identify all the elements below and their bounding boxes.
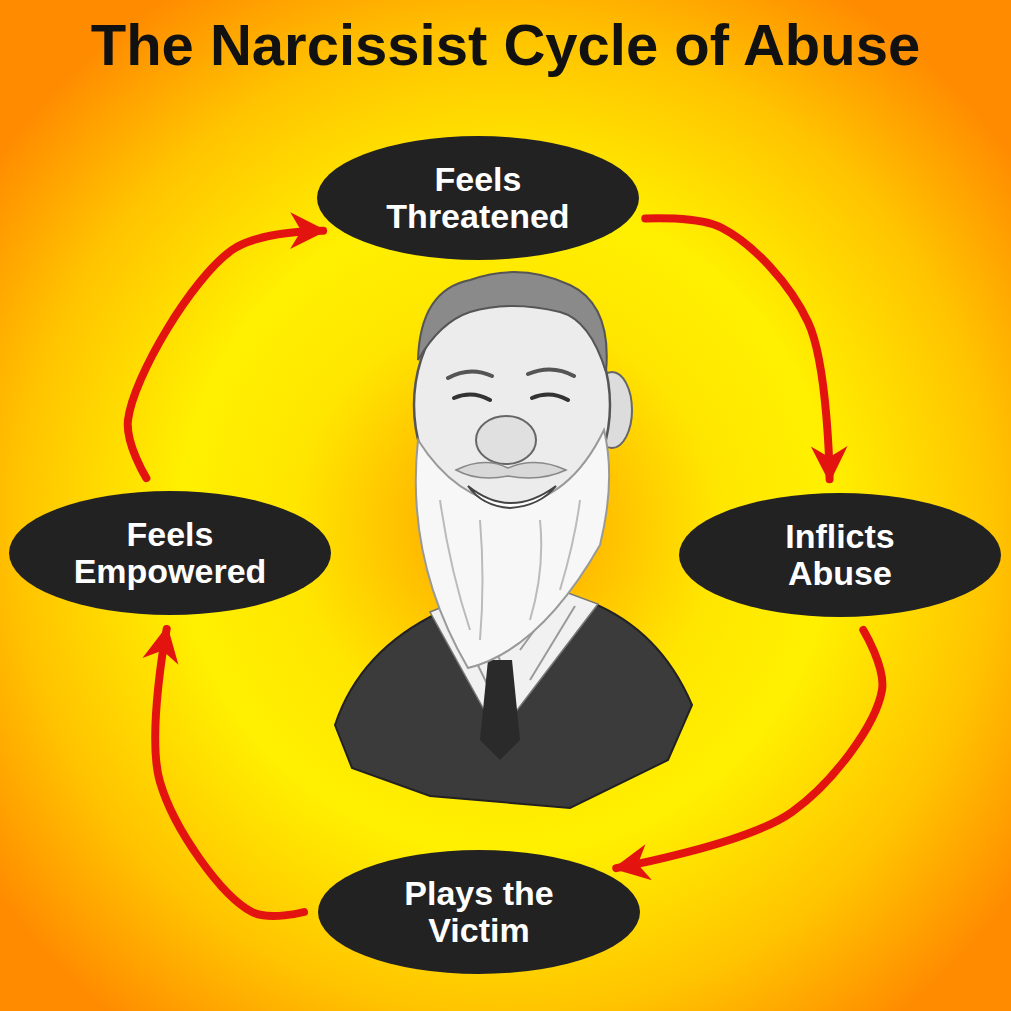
ellipse-fill xyxy=(317,136,639,260)
text-group: Plays the Victim xyxy=(374,875,584,950)
text-group: Inflicts Abuse xyxy=(735,518,945,593)
cycle-ellipse: Plays the Victim xyxy=(318,850,640,974)
cycle-ellipse: Inflicts Abuse xyxy=(679,493,1001,617)
cycle-arrow xyxy=(128,231,323,478)
eyebrows xyxy=(448,369,574,378)
ellipse-fill xyxy=(318,850,640,974)
diagram-title: The Narcissist Cycle of Abuse xyxy=(0,10,1011,80)
ellipse-fill xyxy=(9,491,331,615)
smile xyxy=(468,486,556,508)
ellipse-fill xyxy=(679,493,1001,617)
node-label: Feels Threatened xyxy=(373,161,583,236)
cycle-arrow xyxy=(645,218,829,479)
cycle-ellipse: Feels Threatened xyxy=(317,136,639,260)
cycle-ellipse: Feels Empowered xyxy=(9,491,331,615)
node-label: Inflicts Abuse xyxy=(735,518,945,593)
hair xyxy=(418,272,607,372)
text-group: Feels Empowered xyxy=(65,516,275,591)
node-label: Feels Empowered xyxy=(65,516,275,591)
man-portrait xyxy=(335,272,692,808)
moustache xyxy=(456,462,566,478)
text-group: Feels Threatened xyxy=(373,161,583,236)
beard-strokes xyxy=(440,500,580,640)
cycle-arrow xyxy=(155,629,304,916)
nose xyxy=(476,416,536,464)
necktie xyxy=(480,660,520,760)
beard xyxy=(416,430,609,668)
cycle-arrow xyxy=(616,630,882,868)
eyes xyxy=(454,394,568,400)
node-label: Plays the Victim xyxy=(374,875,584,950)
